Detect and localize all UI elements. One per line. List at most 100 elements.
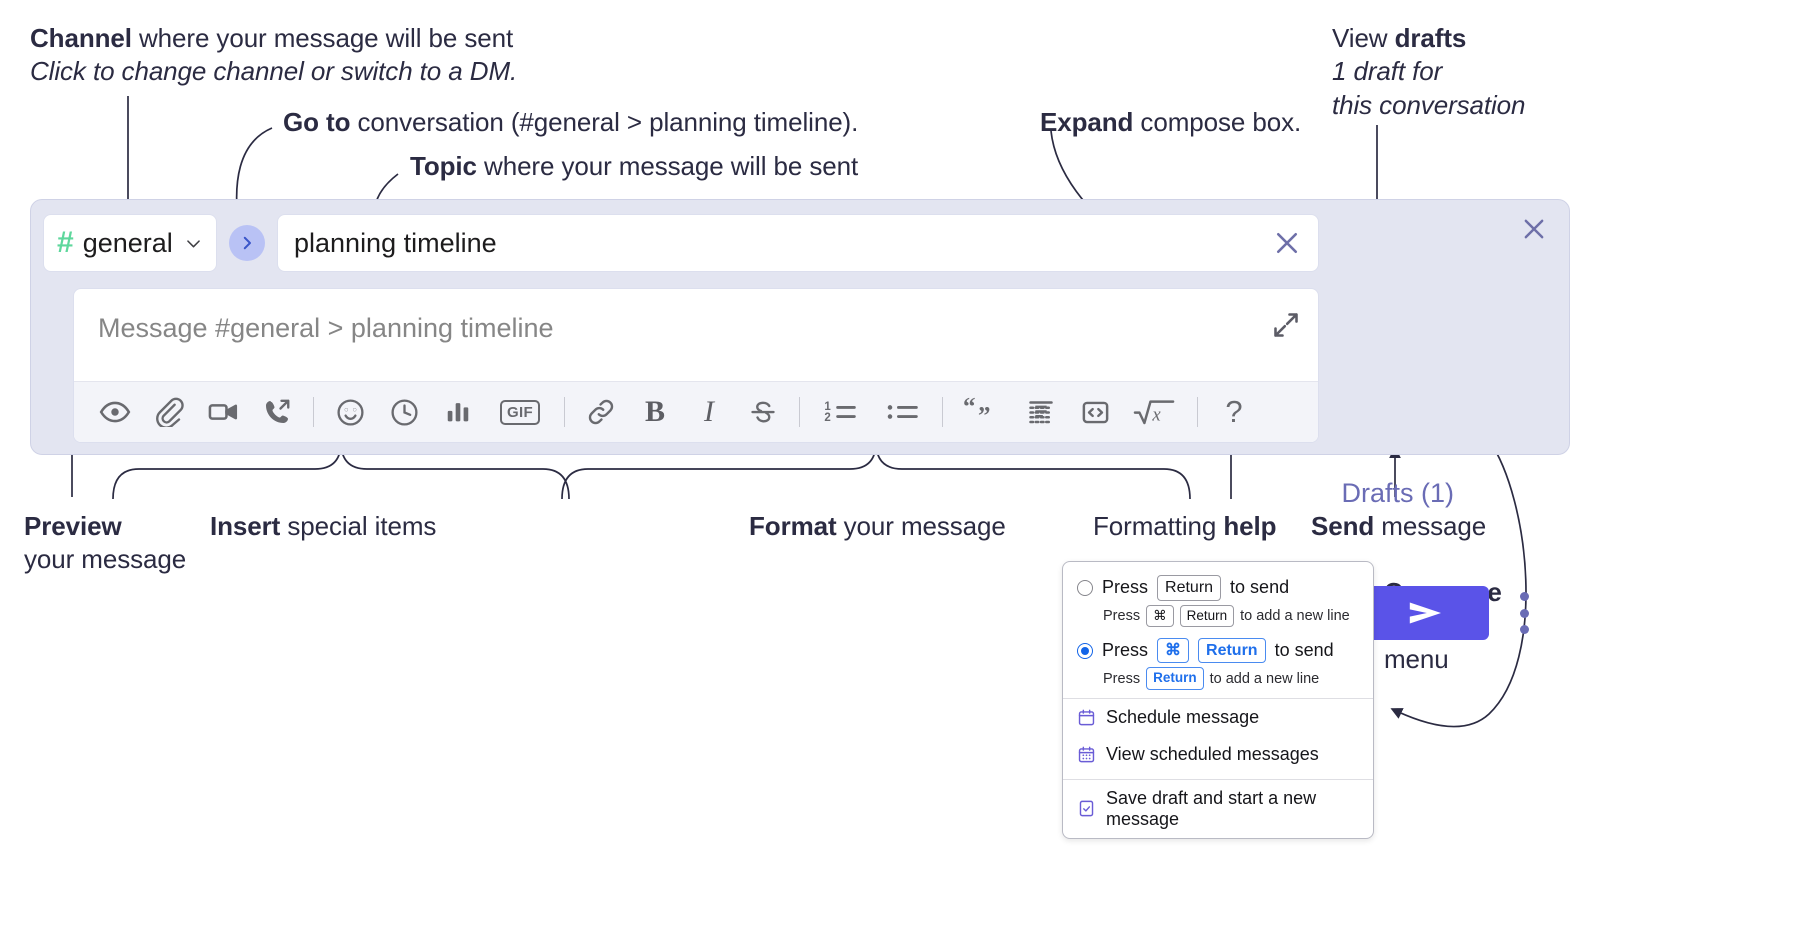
annotation-drafts: View drafts 1 draft for this conversatio… bbox=[1332, 22, 1526, 122]
compose-options-menu: Press Return to send Press ⌘ Return to a… bbox=[1062, 561, 1374, 839]
menu-item-schedule-message[interactable]: Schedule message bbox=[1063, 699, 1373, 736]
emoji-icon[interactable] bbox=[323, 388, 377, 436]
toolbar-divider bbox=[313, 397, 314, 427]
annotation-channel-rest: where your message will be sent bbox=[131, 23, 514, 53]
annotation-preview-line2: your message bbox=[24, 544, 187, 575]
drafts-link[interactable]: Drafts (1) bbox=[1341, 478, 1454, 508]
annotation-format-bold: Format bbox=[749, 511, 837, 541]
phone-forward-icon[interactable] bbox=[250, 388, 304, 436]
send-paper-plane-icon bbox=[1409, 602, 1441, 624]
strikethrough-icon[interactable] bbox=[736, 388, 790, 436]
ordered-list-icon[interactable]: 1 2 bbox=[809, 388, 871, 436]
send-button[interactable] bbox=[1363, 586, 1489, 640]
hash-icon: # bbox=[57, 226, 74, 259]
annotation-goto-bold: Go to bbox=[283, 107, 351, 137]
menu-item-view-scheduled-label: View scheduled messages bbox=[1106, 743, 1319, 764]
italic-icon[interactable]: I bbox=[682, 388, 736, 436]
annotation-insert: Insert special items bbox=[210, 510, 436, 543]
annotation-topic: Topic where your message will be sent bbox=[410, 150, 858, 183]
annotation-topic-bold: Topic bbox=[410, 151, 477, 181]
send-option-return-main: Press Return to send bbox=[1077, 575, 1373, 601]
annotation-format: Format your message bbox=[749, 510, 1006, 543]
annotation-goto: Go to conversation (#general > planning … bbox=[283, 106, 858, 139]
bold-label: B bbox=[644, 395, 665, 428]
toolbar-divider-2 bbox=[564, 397, 565, 427]
send-option-return-post: to send bbox=[1230, 577, 1290, 598]
bold-icon[interactable]: B bbox=[628, 388, 682, 436]
annotation-expand-bold: Expand bbox=[1040, 107, 1134, 137]
radio-cmd-return[interactable] bbox=[1077, 642, 1093, 659]
menu-divider-1 bbox=[1063, 697, 1373, 699]
gif-label: GIF bbox=[500, 399, 540, 425]
toolbar-divider-3 bbox=[799, 397, 800, 427]
channel-picker[interactable]: # general bbox=[43, 214, 217, 272]
chevron-down-icon bbox=[184, 234, 203, 253]
annotation-help-pre: Formatting bbox=[1093, 511, 1224, 541]
send-option-cmd-return[interactable]: Press ⌘ Return to send Press Return to a… bbox=[1063, 635, 1373, 690]
compose-header-row: # general planning timeline bbox=[43, 214, 1319, 272]
annotation-channel: Channel where your message will be sent … bbox=[30, 22, 517, 89]
send-option-return-sub-pre: Press bbox=[1103, 607, 1141, 624]
annotation-topic-rest: where your message will be sent bbox=[476, 151, 859, 181]
send-option-cmd-return-sub: Press Return to add a new line bbox=[1103, 667, 1373, 690]
send-option-return[interactable]: Press Return to send Press ⌘ Return to a… bbox=[1063, 572, 1373, 627]
send-option-return-sub: Press ⌘ Return to add a new line bbox=[1103, 604, 1373, 627]
clear-topic-icon[interactable] bbox=[1272, 228, 1302, 258]
menu-item-save-draft[interactable]: Save draft and start a new message bbox=[1063, 780, 1373, 838]
key-return: Return bbox=[1157, 575, 1222, 601]
italic-label: I bbox=[704, 395, 714, 428]
kebab-dot-2 bbox=[1519, 608, 1529, 618]
svg-text:”: ” bbox=[978, 402, 991, 427]
expand-compose-icon[interactable] bbox=[1272, 311, 1300, 339]
eye-icon[interactable] bbox=[88, 388, 142, 436]
code-block-icon[interactable] bbox=[1068, 388, 1122, 436]
goto-conversation-button[interactable] bbox=[229, 225, 265, 261]
blockquote-icon[interactable]: “ ” bbox=[952, 388, 1014, 436]
paperclip-icon[interactable] bbox=[142, 388, 196, 436]
message-placeholder: Message #general > planning timeline bbox=[98, 313, 554, 343]
poll-bar-icon[interactable] bbox=[431, 388, 485, 436]
calendar-grid-icon bbox=[1078, 746, 1095, 762]
close-icon[interactable] bbox=[1519, 214, 1549, 244]
send-option-return-sub-post: to add a new line bbox=[1240, 607, 1350, 624]
annotation-channel-bold: Channel bbox=[30, 23, 132, 53]
menu-item-schedule-message-label: Schedule message bbox=[1106, 706, 1260, 727]
annotation-help: Formatting help bbox=[1093, 510, 1277, 543]
key-return-newline: Return bbox=[1146, 667, 1204, 690]
key-return-selected: Return bbox=[1198, 637, 1266, 664]
toolbar-divider-5 bbox=[1197, 397, 1198, 427]
send-option-cmd-return-sub-post: to add a new line bbox=[1209, 670, 1320, 687]
annotation-compose-options-rest: menu bbox=[1384, 643, 1449, 674]
annotation-send-rest: message bbox=[1374, 511, 1487, 541]
message-input-box[interactable]: Message #general > planning timeline bbox=[73, 288, 1319, 443]
topic-input[interactable]: planning timeline bbox=[277, 214, 1319, 272]
math-icon[interactable]: x bbox=[1122, 388, 1188, 436]
clock-icon[interactable] bbox=[377, 388, 431, 436]
annotation-send-bold: Send bbox=[1311, 511, 1375, 541]
gif-icon[interactable]: GIF bbox=[485, 388, 555, 436]
annotation-send: Send message bbox=[1311, 510, 1486, 543]
radio-return[interactable] bbox=[1077, 579, 1093, 596]
svg-text:“: “ bbox=[963, 397, 976, 421]
compose-options-kebab-icon[interactable] bbox=[1513, 592, 1535, 634]
menu-item-view-scheduled[interactable]: View scheduled messages bbox=[1063, 736, 1373, 773]
kebab-dot-1 bbox=[1519, 592, 1529, 601]
menu-item-save-draft-label: Save draft and start a new message bbox=[1106, 787, 1317, 829]
link-icon[interactable] bbox=[574, 388, 628, 436]
video-camera-icon[interactable] bbox=[196, 388, 250, 436]
channel-name-label: general bbox=[82, 227, 173, 258]
annotation-expand-rest: compose box. bbox=[1133, 107, 1302, 137]
annotation-preview: Preview your message bbox=[24, 510, 186, 577]
menu-divider-2 bbox=[1063, 778, 1373, 780]
topic-value: planning timeline bbox=[294, 227, 497, 258]
annotation-format-rest: your message bbox=[836, 511, 1006, 541]
bulleted-list-icon[interactable] bbox=[871, 388, 933, 436]
annotation-help-bold: help bbox=[1223, 511, 1277, 541]
toolbar-divider-4 bbox=[942, 397, 943, 427]
help-question-icon[interactable]: ? bbox=[1207, 388, 1261, 436]
annotation-preview-bold: Preview bbox=[24, 511, 122, 541]
kebab-dot-3 bbox=[1519, 625, 1529, 634]
annotation-drafts-pre: View bbox=[1332, 23, 1395, 53]
code-text-block-icon[interactable] bbox=[1014, 388, 1068, 436]
